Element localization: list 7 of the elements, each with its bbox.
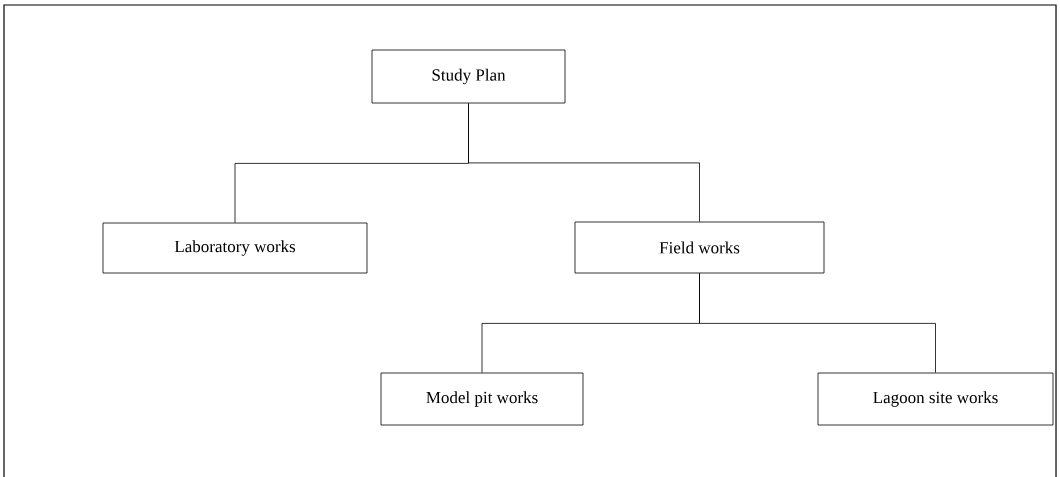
process-box: Laboratory works [102, 222, 368, 274]
process-box: Model pit works [380, 372, 584, 426]
process-box: Study Plan [371, 49, 566, 104]
process-box: Lagoon site works [817, 372, 1054, 426]
process-box: Field works [574, 221, 825, 274]
connector-line [699, 273, 936, 373]
connector-line [468, 103, 700, 222]
